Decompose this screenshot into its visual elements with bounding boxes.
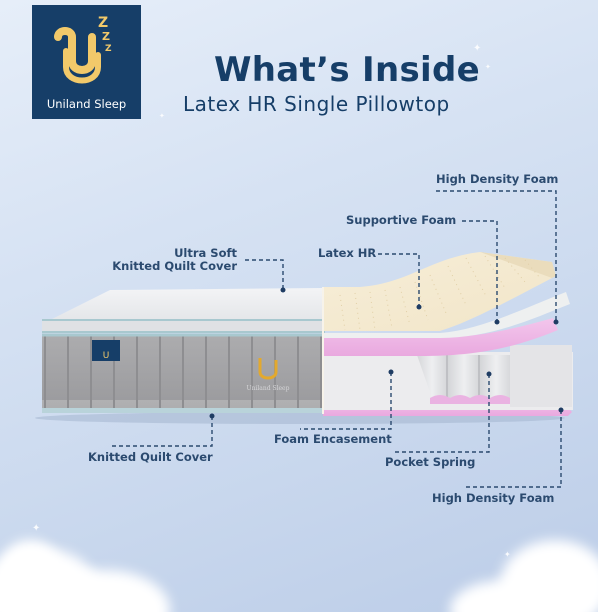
sparkle-icon: ✦ xyxy=(473,43,482,54)
page-subtitle: Latex HR Single Pillowtop xyxy=(183,92,450,116)
page-title: What’s Inside xyxy=(214,50,480,90)
callout-latex-hr: Latex HR xyxy=(318,246,377,260)
callout-knitted-quilt-cover: Knitted Quilt Cover xyxy=(88,450,213,464)
callout-foam-encasement: Foam Encasement xyxy=(274,432,392,446)
svg-text:Uniland Sleep: Uniland Sleep xyxy=(247,385,290,392)
brand-name: Uniland Sleep xyxy=(46,97,127,111)
brand-logo: Z Z Z Uniland Sleep xyxy=(32,5,141,119)
svg-text:Z: Z xyxy=(98,15,108,31)
svg-text:U: U xyxy=(103,351,110,361)
uniland-u-zzz-icon: Z Z Z xyxy=(54,15,112,84)
sparkle-icon: ✦ xyxy=(159,112,165,120)
callout-ultra-soft-line2: Knitted Quilt Cover xyxy=(112,259,237,273)
sparkle-icon: ✦ xyxy=(485,63,491,71)
callout-pocket-spring: Pocket Spring xyxy=(385,455,476,469)
leader-lines xyxy=(110,190,562,488)
callout-supportive-foam: Supportive Foam xyxy=(346,213,457,227)
mattress-cross-section xyxy=(322,252,573,416)
sparkle-icon: ✦ xyxy=(504,550,511,559)
callout-high-density-foam-top: High Density Foam xyxy=(436,172,559,186)
svg-text:Z: Z xyxy=(102,30,110,43)
leader-dots xyxy=(209,287,564,419)
callout-ultra-soft-quilt-cover: Ultra Soft Knitted Quilt Cover xyxy=(110,247,237,273)
sparkle-icon: ✦ xyxy=(32,523,41,534)
callout-ultra-soft-line1: Ultra Soft xyxy=(174,246,237,260)
cloud-left-3 xyxy=(0,540,60,600)
callout-high-density-foam-bottom: High Density Foam xyxy=(432,491,555,505)
svg-text:Z: Z xyxy=(105,44,112,54)
mattress-quilted-section: U Uniland Sleep xyxy=(42,288,325,413)
